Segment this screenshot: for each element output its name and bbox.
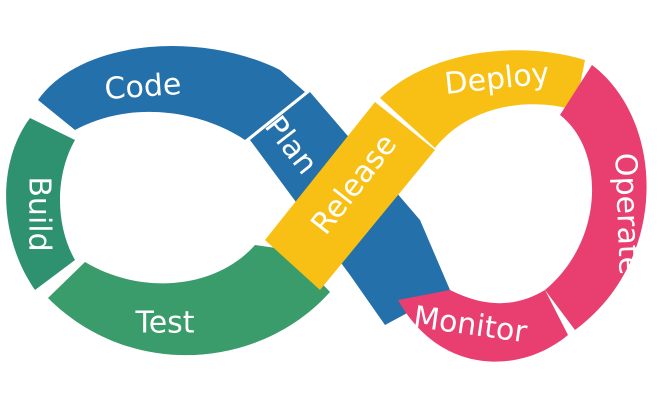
label-build: Build — [22, 176, 57, 251]
label-operate: Operate — [607, 152, 646, 275]
segment-release — [265, 102, 435, 290]
label-test: Test — [134, 306, 194, 341]
segment-deploy — [380, 50, 585, 148]
segment-monitor — [398, 290, 568, 362]
segment-code — [38, 45, 305, 140]
label-code: Code — [103, 67, 182, 107]
segment-test — [48, 245, 330, 356]
segment-build — [6, 118, 75, 290]
segment-operate — [545, 65, 647, 330]
